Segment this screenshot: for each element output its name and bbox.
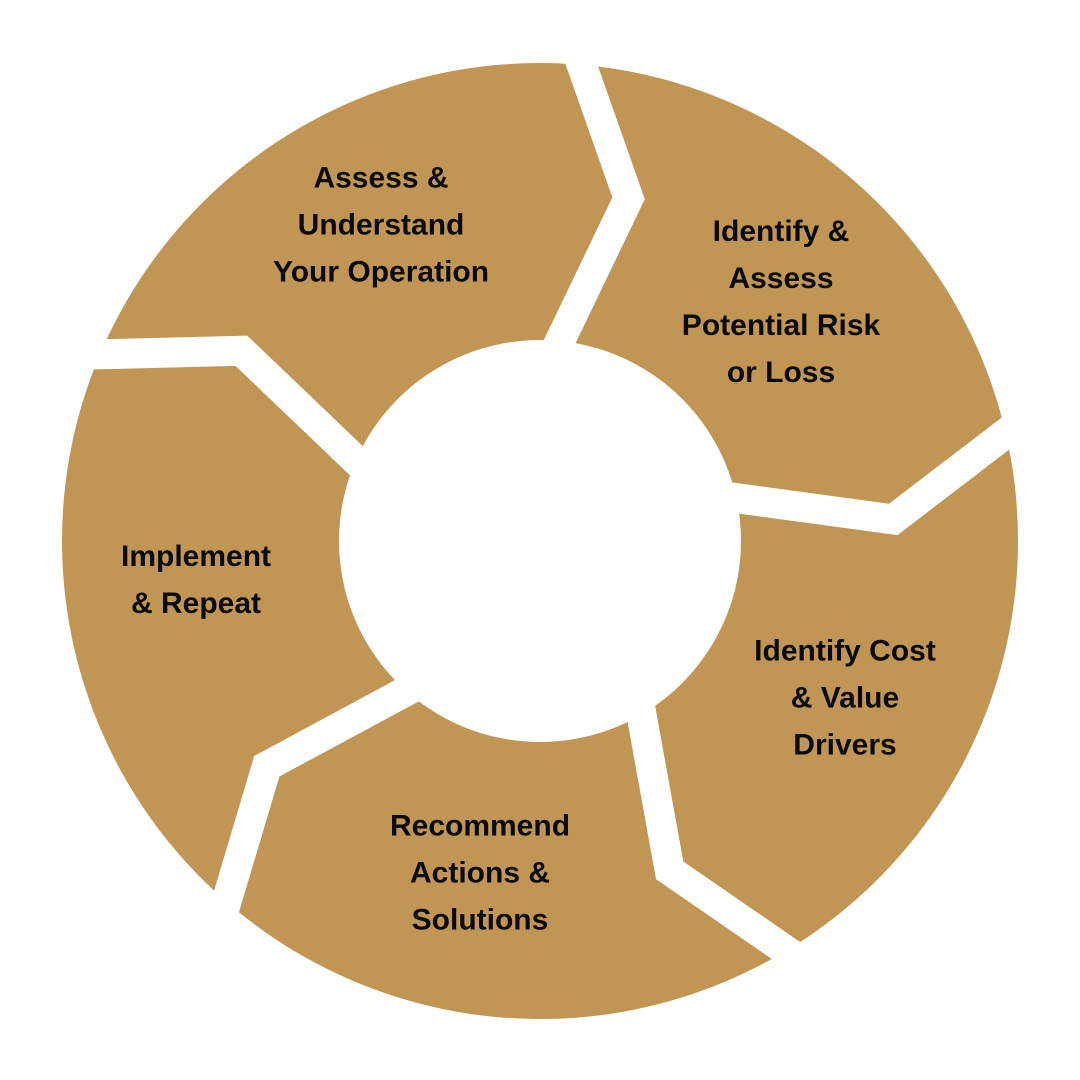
label-line: Assess & (313, 161, 449, 195)
segment-separator-3 (206, 670, 428, 926)
label-line: Identify & (712, 215, 850, 248)
segment-separator-4 (78, 335, 378, 483)
label-line: Actions & (409, 856, 551, 890)
label-line: or Loss (726, 356, 836, 389)
label-line: & Value (790, 681, 900, 715)
label-line: Recommend (389, 809, 571, 843)
label-line: & Repeat (130, 587, 262, 620)
segment-separator-1 (718, 408, 1032, 536)
label-line: Your Operation (272, 255, 490, 289)
label-line: Drivers (793, 728, 897, 762)
label-line: Implement (120, 540, 272, 573)
segment-label-identify-cost-value-drivers: Identify Cost & Value Drivers (754, 628, 936, 769)
segment-separator-0 (539, 40, 645, 363)
segment-label-assess-understand-your-operation: Assess & Understand Your Operation (273, 155, 489, 296)
label-line: Assess (728, 262, 834, 295)
cycle-ring (62, 63, 1018, 1019)
label-line: Understand (297, 208, 465, 242)
segment-label-identify-assess-potential-risk-or-loss: Identify & Assess Potential Risk or Loss (682, 208, 880, 396)
segment-label-recommend-actions-solutions: Recommend Actions & Solutions (390, 803, 570, 944)
segment-separator-2 (623, 696, 812, 975)
label-line: Solutions (411, 903, 549, 937)
label-line: Identify Cost (754, 634, 936, 668)
label-line: Potential Risk (681, 309, 881, 342)
segment-label-implement-repeat: Implement & Repeat (121, 533, 271, 627)
